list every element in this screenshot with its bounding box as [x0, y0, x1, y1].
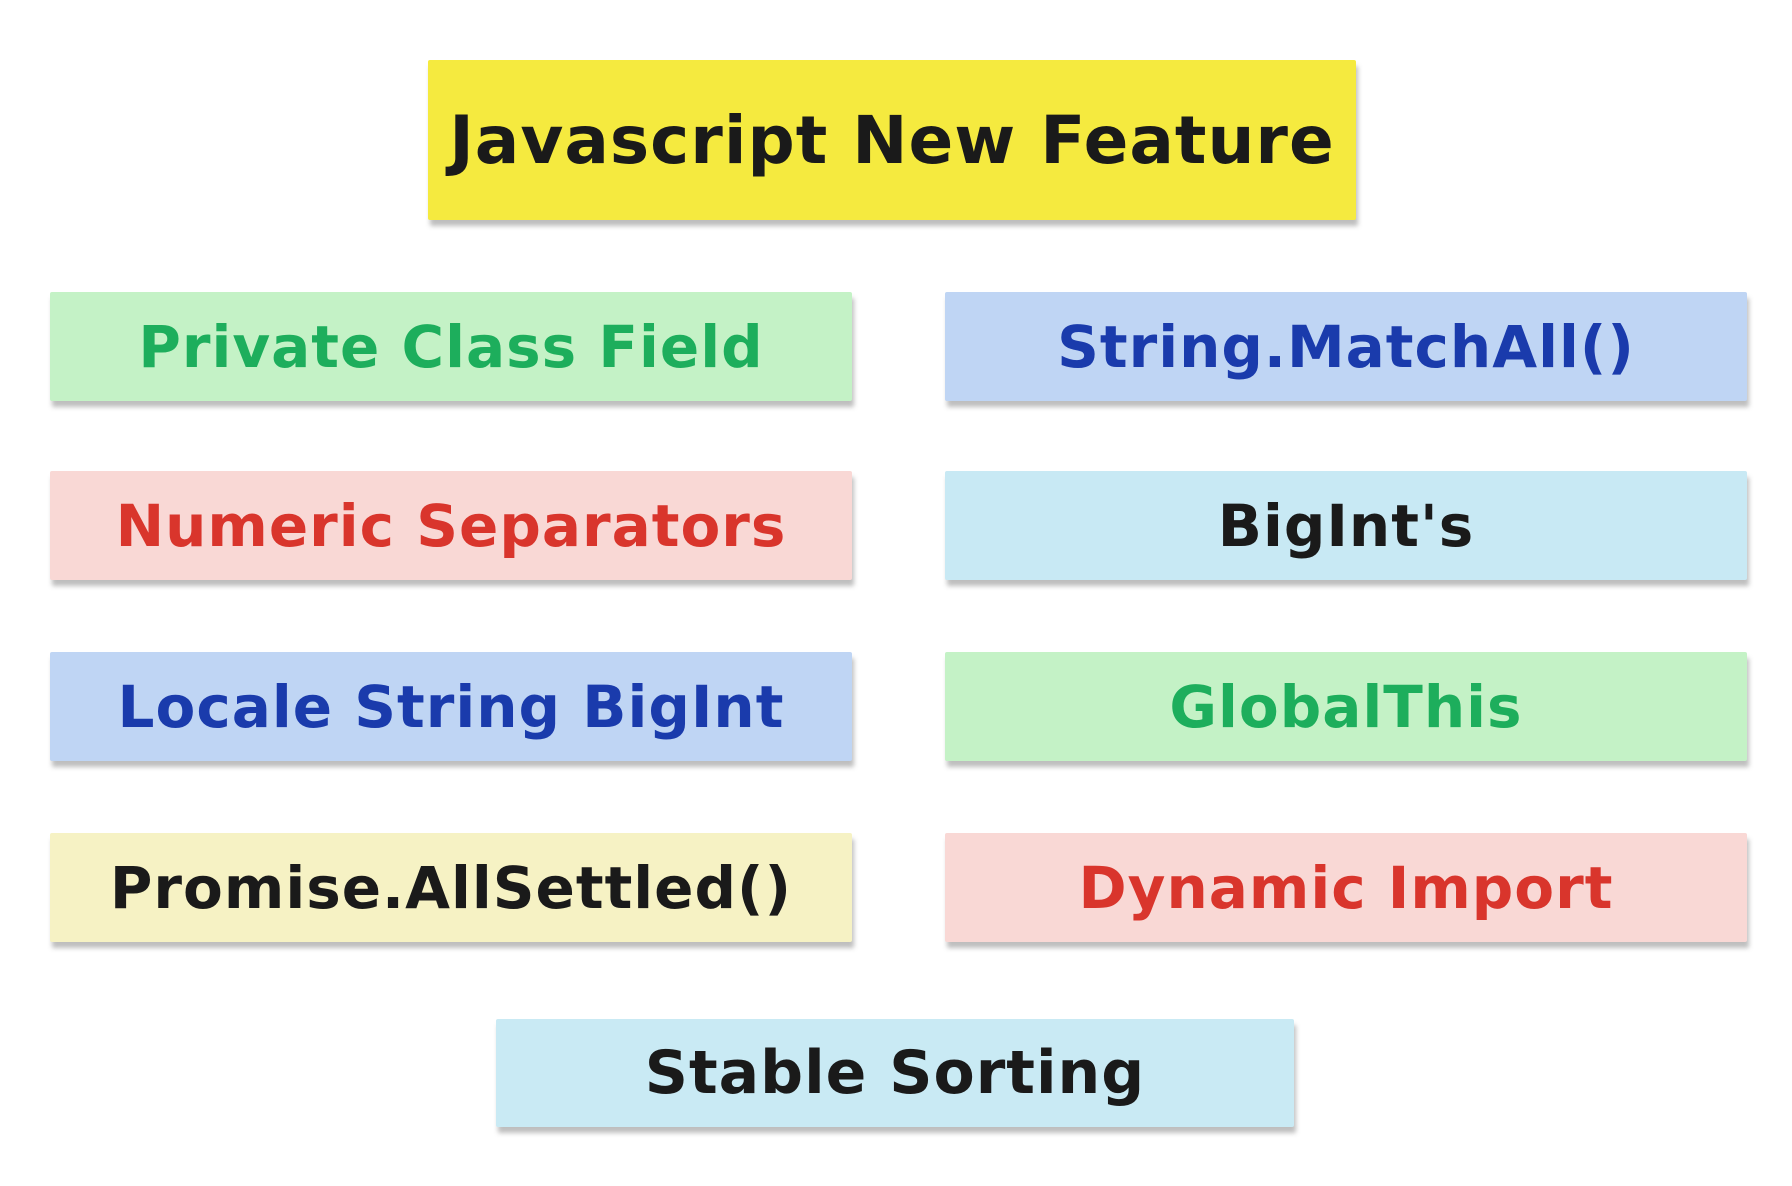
feature-box-private-class-field: Private Class Field [50, 292, 852, 401]
feature-box-numeric-separators: Numeric Separators [50, 471, 852, 580]
feature-box-locale-string-bigint: Locale String BigInt [50, 652, 852, 761]
feature-box-stable-sorting: Stable Sorting [496, 1019, 1294, 1127]
feature-box-globalthis: GlobalThis [945, 652, 1747, 761]
feature-box-promise-allsettled: Promise.AllSettled() [50, 833, 852, 942]
feature-box-dynamic-import: Dynamic Import [945, 833, 1747, 942]
diagram-title: Javascript New Feature [428, 60, 1356, 220]
feature-box-bigints: BigInt's [945, 471, 1747, 580]
feature-box-string-matchall: String.MatchAll() [945, 292, 1747, 401]
